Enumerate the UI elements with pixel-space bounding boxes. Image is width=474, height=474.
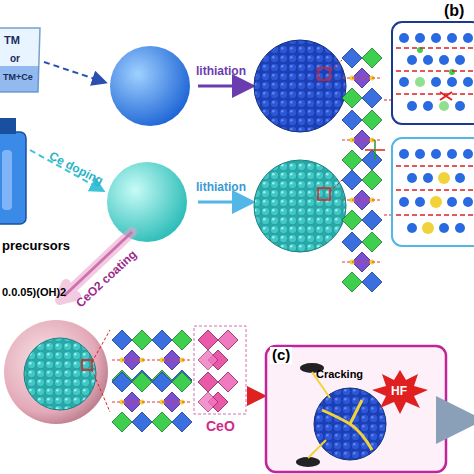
lithiation-arrow xyxy=(198,201,250,204)
hf-burst xyxy=(372,370,428,414)
process-label: lithiation xyxy=(196,64,246,78)
beaker xyxy=(0,28,40,92)
formula-label: 0.0.05)(OH)2 xyxy=(2,286,66,298)
panel-c-frame xyxy=(266,346,446,472)
zoom-line xyxy=(384,100,392,101)
ceo2-structure xyxy=(198,330,238,370)
zoom-box xyxy=(318,188,330,200)
doped-precursor-sphere xyxy=(107,162,187,242)
zoom-line xyxy=(92,330,110,362)
panel-letter: (b) xyxy=(444,2,464,20)
panel-b xyxy=(392,22,474,246)
process-label: lithiation xyxy=(196,180,246,194)
ce-doped-sphere xyxy=(254,160,346,252)
crystal-structure xyxy=(342,232,382,292)
beaker-node: TM orTM+Ce xyxy=(2,30,42,92)
arrow xyxy=(248,395,262,398)
arrow xyxy=(448,417,472,423)
process-label: Cracking xyxy=(316,368,363,380)
material-label: CeO xyxy=(206,418,235,434)
zoom-line xyxy=(384,215,392,216)
zoom-line xyxy=(92,370,110,412)
crystal-structure xyxy=(342,110,382,170)
ceo2-structure xyxy=(198,372,238,412)
cracked-sphere xyxy=(314,388,386,460)
axis-symbol xyxy=(365,140,385,160)
ncm-sphere xyxy=(254,40,346,132)
process-label: Ce doping xyxy=(47,149,106,188)
ceo2-region xyxy=(194,326,246,414)
coated-core xyxy=(24,338,96,410)
panel-letter: (c) xyxy=(270,347,292,364)
zoom-line xyxy=(330,60,342,72)
zoom-box xyxy=(318,68,330,80)
lithiation-arrow xyxy=(198,85,250,88)
crack xyxy=(322,400,372,450)
precursor-sphere xyxy=(110,46,190,126)
solution-label: TM+Ce xyxy=(3,73,33,83)
crystal-structure xyxy=(152,372,192,432)
crystal-structure xyxy=(342,170,382,230)
solution-label: TM xyxy=(4,34,20,46)
crystal-structure xyxy=(112,372,152,432)
bottle xyxy=(0,118,26,224)
crystal-structure xyxy=(342,48,382,108)
panel-c-box: (c) Cracking xyxy=(266,346,446,472)
solution-label: or xyxy=(10,53,20,64)
chemical-label: HF xyxy=(391,384,407,398)
material-label: precursors xyxy=(2,238,70,253)
zoom-line xyxy=(330,180,342,192)
dashed-arrow xyxy=(44,62,104,82)
zoom-box xyxy=(82,360,92,370)
